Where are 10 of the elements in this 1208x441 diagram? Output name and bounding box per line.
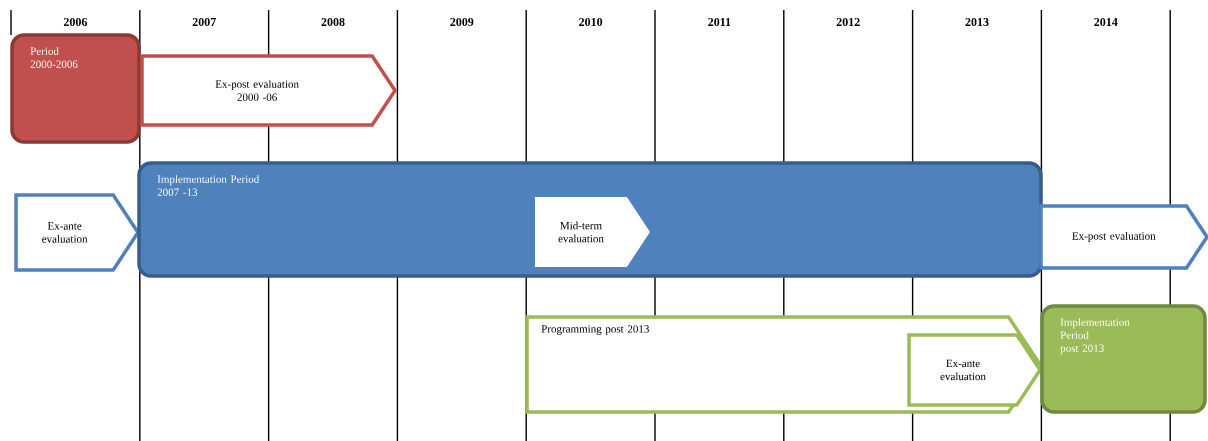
year-header: 2014: [1094, 17, 1118, 27]
year-header: 2007: [192, 17, 216, 27]
period-box: Period 2000-2006: [10, 33, 141, 144]
year-header: 2008: [321, 17, 345, 27]
year-header: 2011: [708, 17, 731, 27]
period-box: Implementation Period post 2013: [1040, 304, 1207, 414]
year-header: 2009: [450, 17, 474, 27]
year-header: 2013: [965, 17, 989, 27]
year-header: 2012: [836, 17, 860, 27]
year-header: 2010: [579, 17, 603, 27]
